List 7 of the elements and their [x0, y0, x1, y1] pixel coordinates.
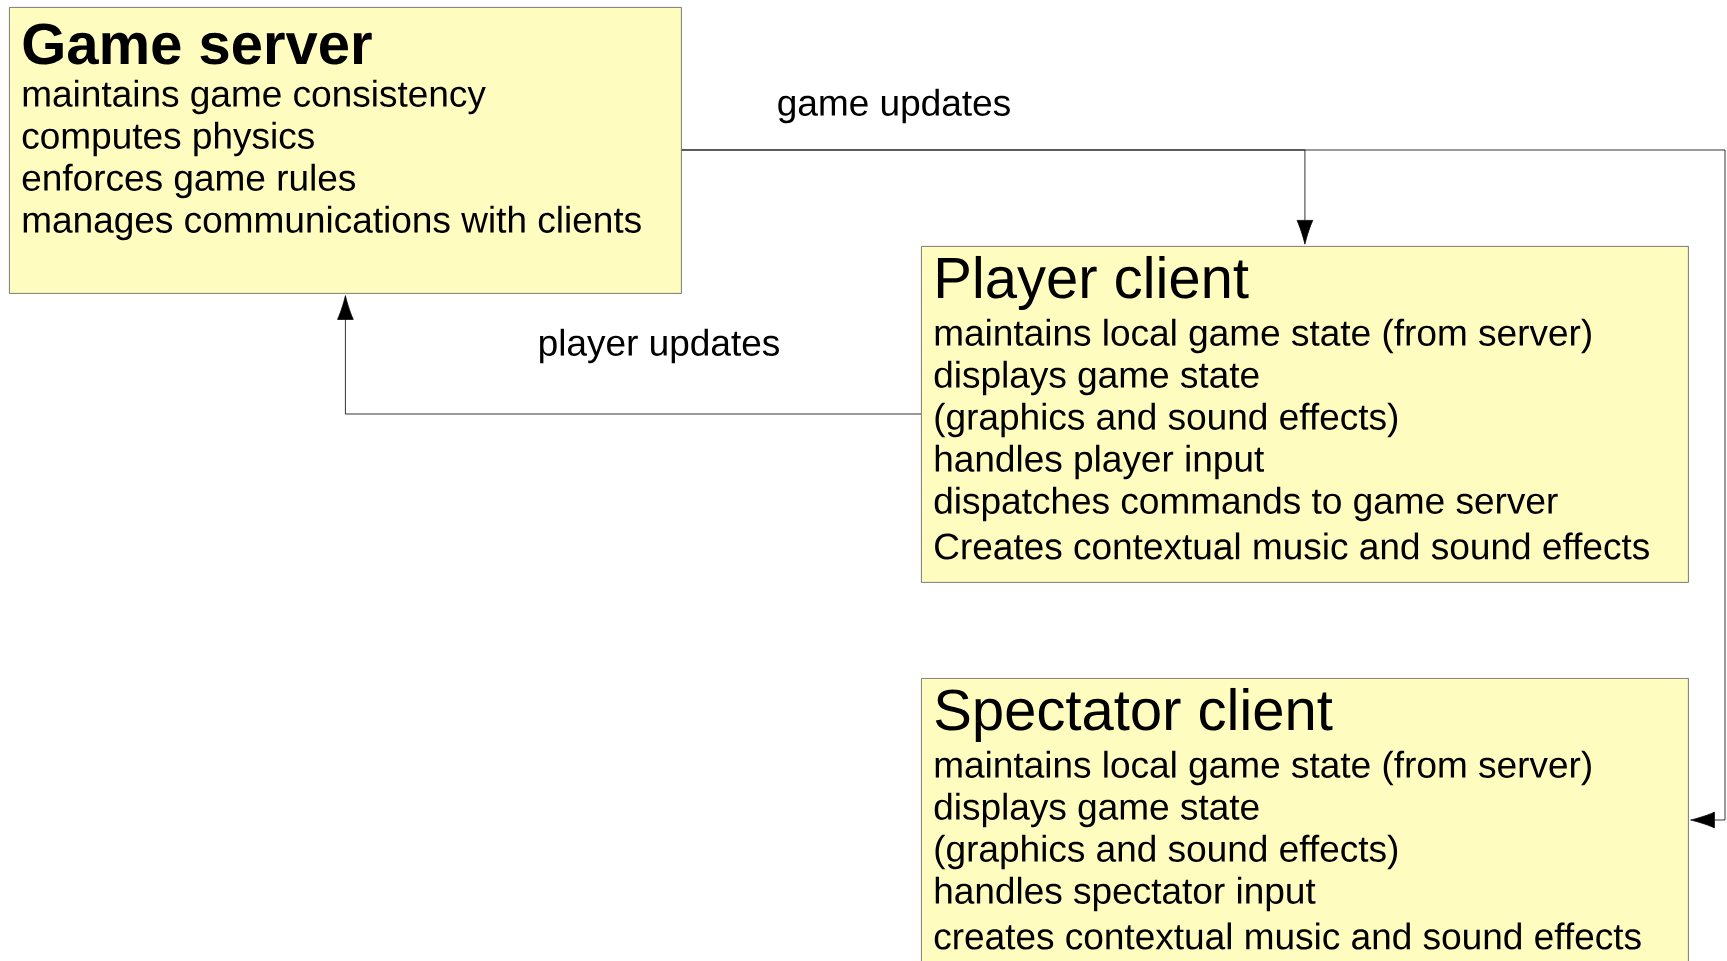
- edge-label: player updates: [535, 326, 783, 366]
- arrow: [337, 295, 922, 415]
- node-box: Spectator client maintains local game state (from server) displays game state (graphics and sound effects) handles spectator input creates contextual music and sound effects: [921, 678, 1689, 961]
- arrow: [681, 149, 1726, 829]
- node-box: Player client maintains local game state (from server) displays game state (graphics and sound effects) handles player input dispatches commands to game server Creates contextual music and sound effects: [921, 246, 1689, 583]
- node-box: Game server maintains game consistency computes physics enforces game rules manages communications with clients: [9, 7, 682, 294]
- edge-label: game updates: [774, 86, 1014, 126]
